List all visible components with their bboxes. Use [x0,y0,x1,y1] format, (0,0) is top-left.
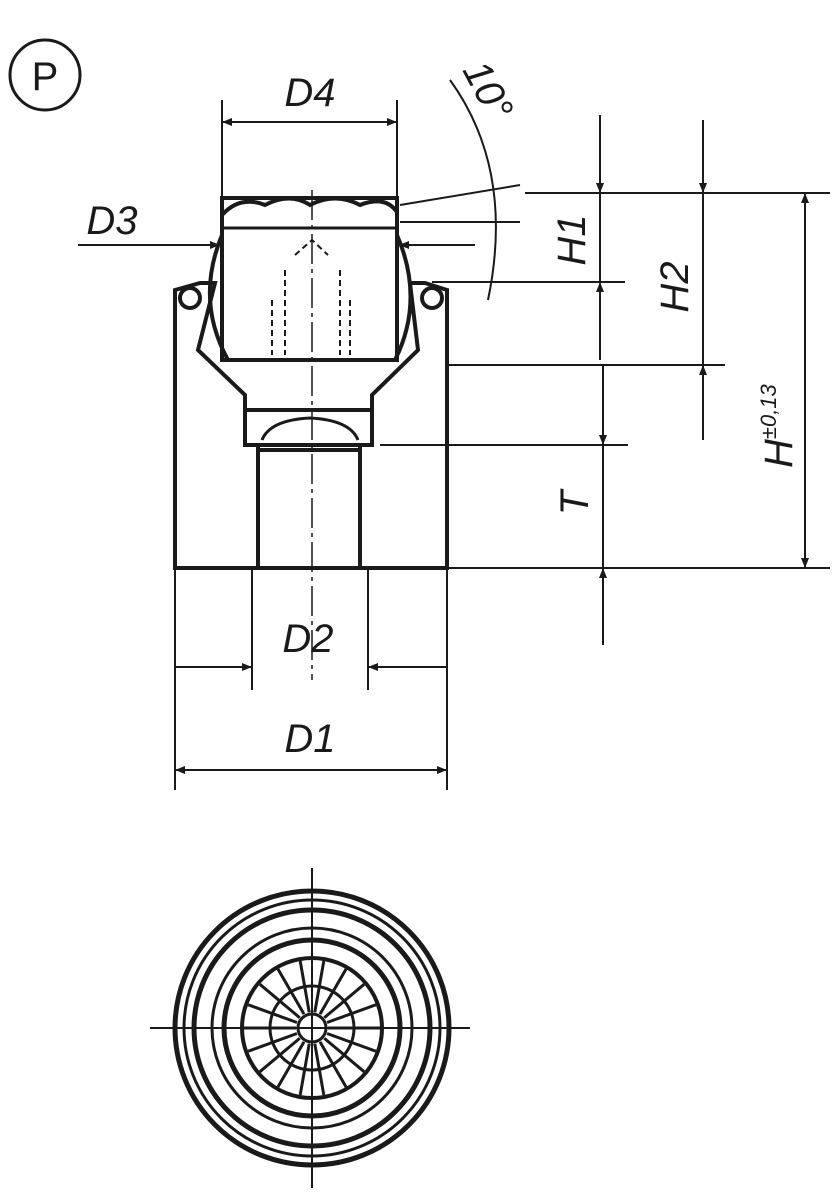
knurl-spoke [276,968,306,1015]
p-symbol-text: P [32,55,59,99]
p-symbol: P [8,38,82,112]
dimension-d1: D1 [174,570,448,790]
knurl-spoke [318,1041,348,1088]
knurl-spoke [313,960,326,1013]
label-t: T [553,488,597,515]
label-d3: D3 [86,199,137,243]
dimension-h1: H1 [550,115,604,360]
knurl-spoke [326,1003,377,1024]
top-view [150,868,470,1188]
dimension-angle: 10° [399,54,521,301]
knurl-spoke [258,1037,301,1073]
label-h1: H1 [550,214,594,265]
knurl-spoke [323,1037,366,1073]
dimension-d3: D3 [78,199,475,249]
dimension-t: T [553,365,607,645]
knurl-spoke [313,1043,326,1096]
knurl-spoke [247,1003,298,1024]
label-h2: H2 [653,261,697,312]
dimension-h2: H2 [653,120,707,440]
label-d2: D2 [282,617,333,661]
extension-lines [380,192,830,569]
knurl-spoke [323,983,366,1019]
dimension-h: H±0,13 [756,193,809,568]
label-h: H±0,13 [756,383,801,468]
knurl-spoke [298,960,311,1013]
knurl-spoke [258,983,301,1019]
knurl-spoke [318,968,348,1015]
body-section [173,190,449,680]
knurl-spoke [247,1032,298,1053]
label-angle: 10° [454,54,521,128]
knurl-spoke [298,1043,311,1096]
dimension-d4: D4 [221,71,398,198]
label-d4: D4 [284,71,335,115]
knurl-spoke [326,1032,377,1053]
dimension-d2: D2 [175,570,447,690]
label-d1: D1 [284,717,335,761]
knurl-spoke [276,1041,306,1088]
